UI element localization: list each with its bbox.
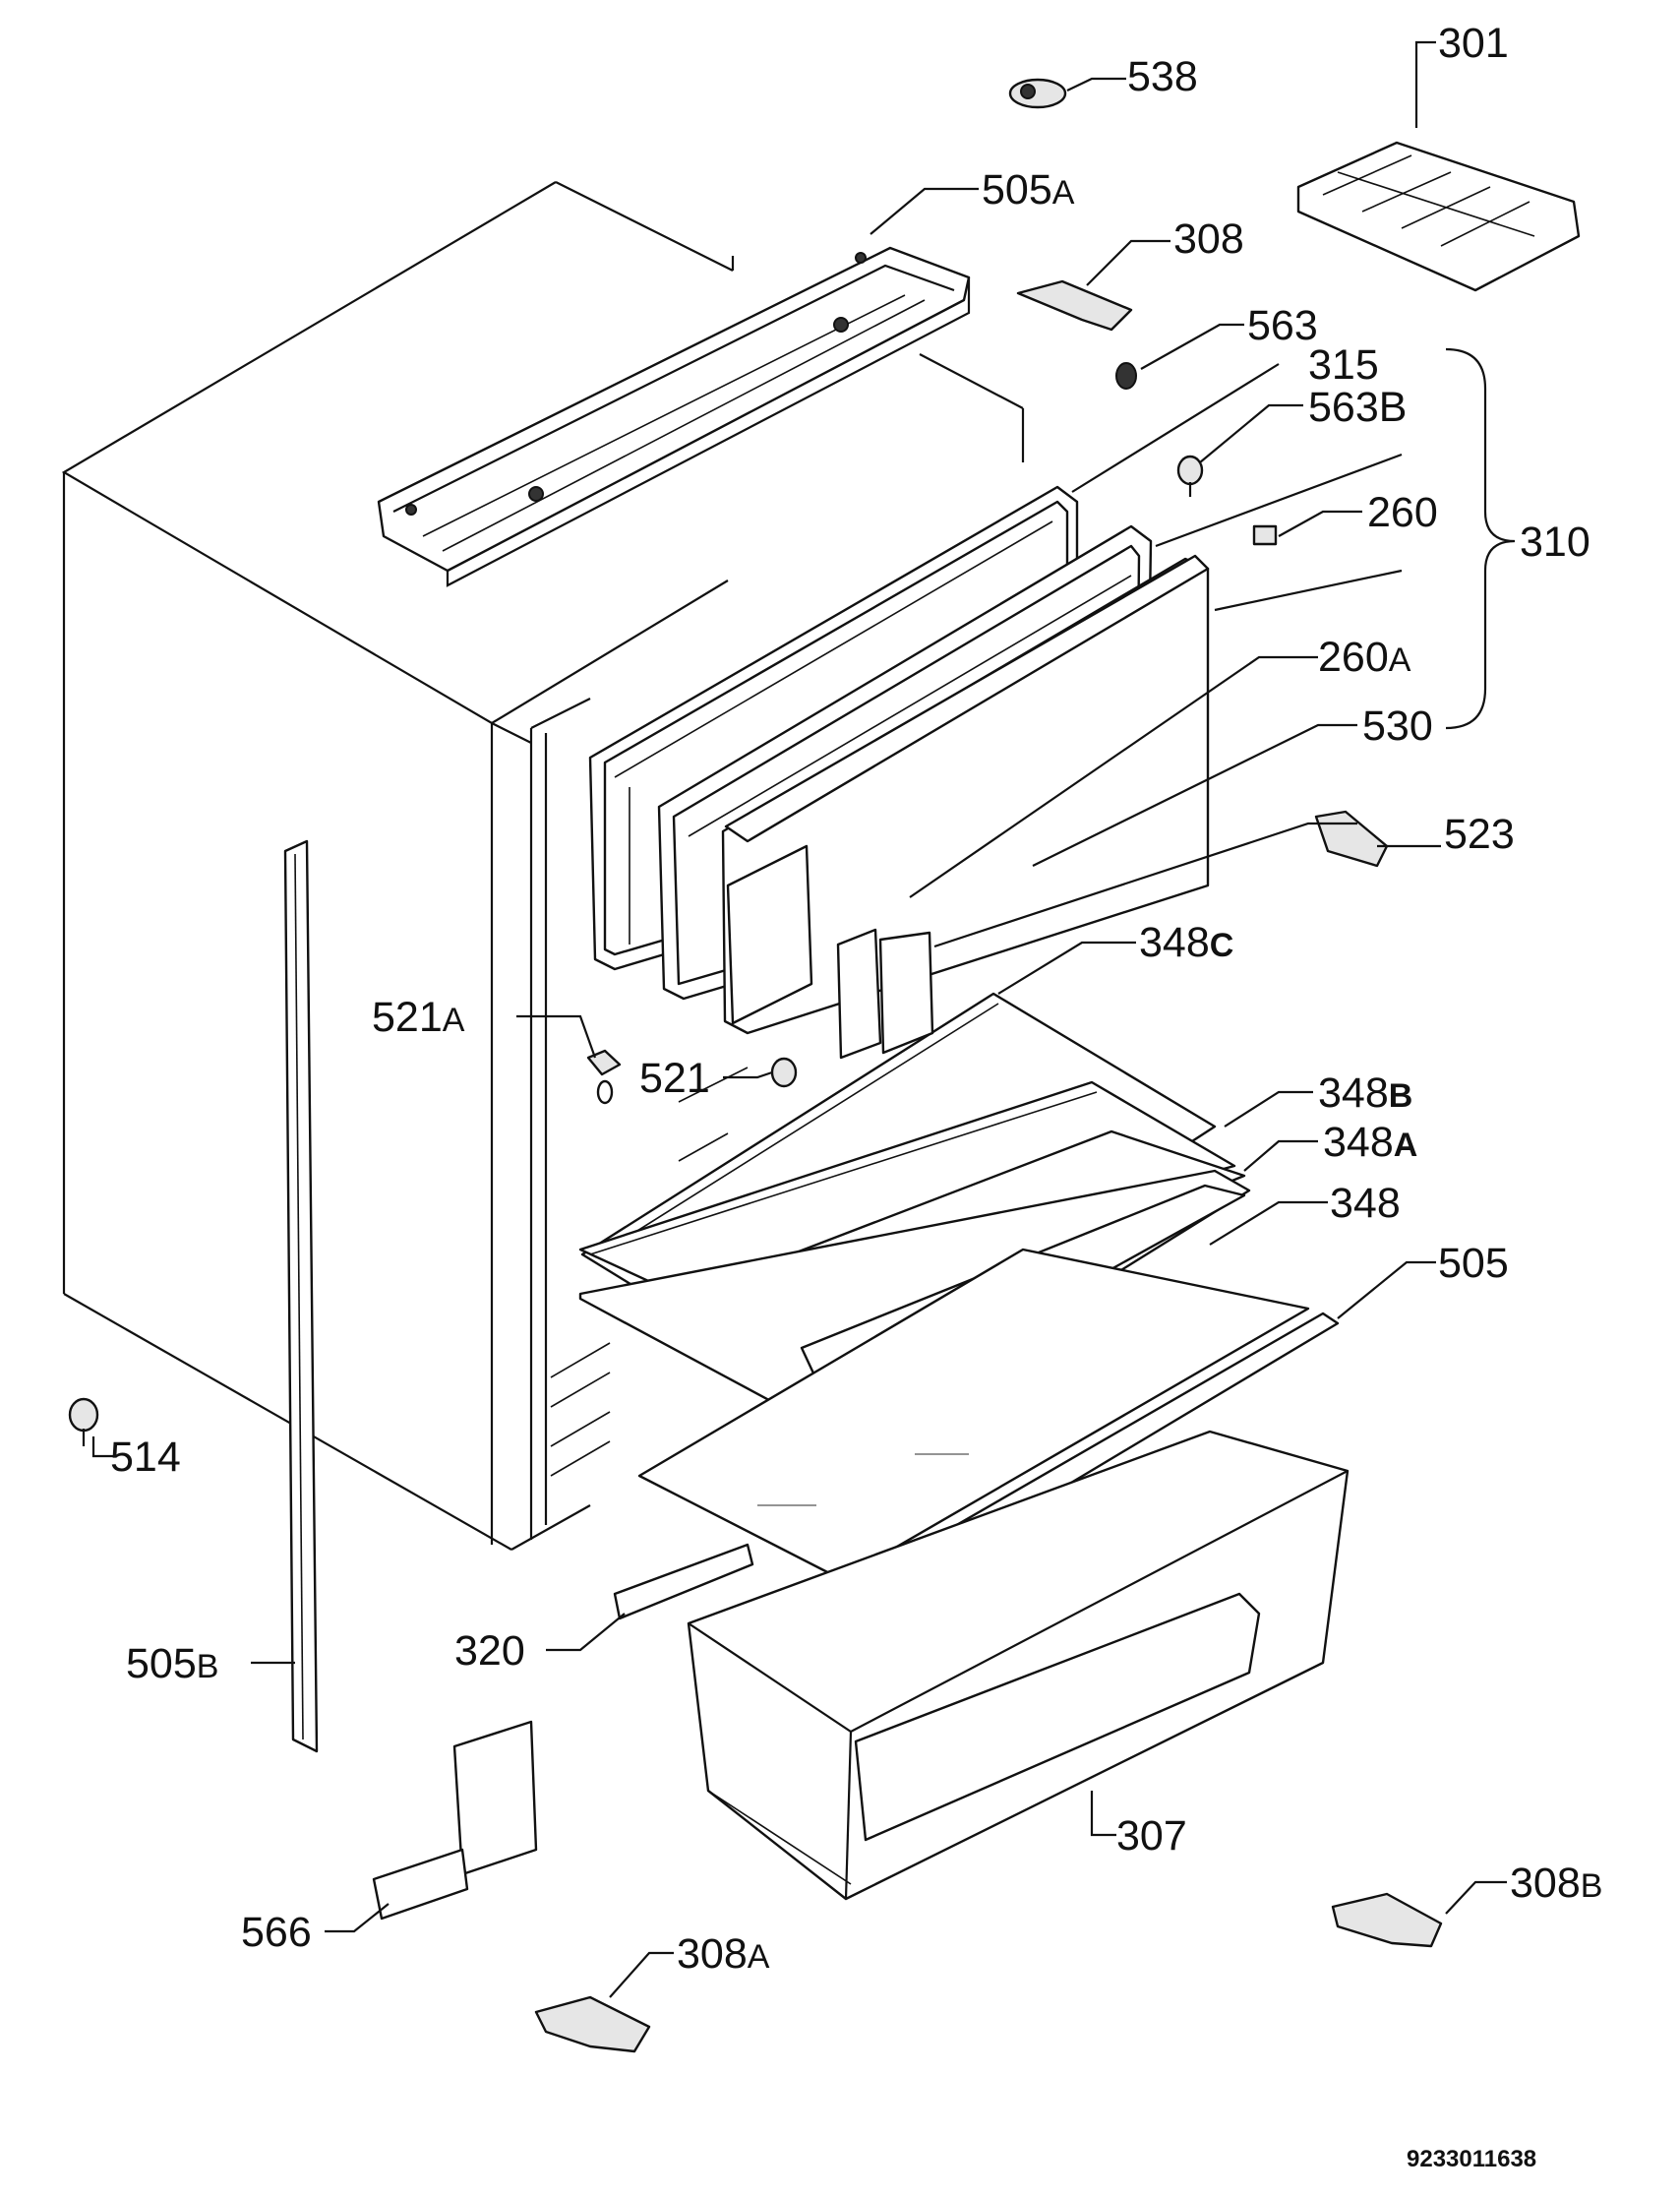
door-front-530: [721, 554, 1210, 1035]
label-310: 310: [1520, 519, 1590, 566]
catch-523: [1314, 810, 1389, 868]
pin-563b: [1176, 455, 1204, 497]
label-514: 514: [110, 1434, 181, 1481]
label-523: 523: [1444, 811, 1515, 858]
ice-tray-301: [1296, 141, 1581, 292]
hinge-538: [1008, 78, 1067, 109]
refrigerator-cabinet: [61, 181, 1025, 1551]
bracket-308b: [1331, 1892, 1443, 1948]
label-530: 530: [1362, 702, 1433, 750]
top-channel-part-505a: [377, 246, 971, 587]
bracket-308a: [534, 1995, 651, 2053]
glass-shelf-348: [637, 1248, 1310, 1581]
label-301: 301: [1438, 20, 1509, 67]
label-505: 505: [1438, 1240, 1509, 1287]
label-348b: 348B: [1318, 1069, 1412, 1117]
label-348: 348: [1330, 1180, 1401, 1227]
vent-320: [613, 1543, 754, 1620]
label-320: 320: [454, 1627, 525, 1675]
clip-260: [1252, 524, 1278, 546]
label-348c: 348C: [1139, 919, 1233, 966]
label-563: 563: [1247, 302, 1318, 349]
label-505a: 505A: [982, 166, 1075, 214]
label-505b: 505B: [126, 1640, 218, 1687]
label-308: 308: [1173, 215, 1244, 263]
handle-parts: [836, 928, 934, 1060]
crisper-drawer-307: [687, 1430, 1350, 1901]
pin-563: [1115, 362, 1137, 390]
label-521a: 521A: [372, 994, 465, 1041]
scraper-566: [372, 1720, 538, 1921]
document-number: 9233011638: [1407, 2146, 1536, 2172]
stud-514: [68, 1397, 99, 1446]
label-538: 538: [1127, 53, 1198, 100]
label-260: 260: [1367, 489, 1438, 536]
gasket-505b: [283, 839, 319, 1753]
clip-521: [770, 1057, 798, 1088]
clip-521a: [586, 1049, 622, 1105]
label-348a: 348A: [1323, 1119, 1417, 1166]
label-308a: 308A: [677, 1930, 770, 1978]
bracket-308: [1016, 279, 1133, 332]
label-307: 307: [1116, 1812, 1187, 1860]
label-260a: 260A: [1318, 634, 1411, 681]
leader-lines: [91, 40, 1507, 1998]
group-bracket-310: [1445, 347, 1516, 730]
label-315: 315: [1308, 341, 1379, 389]
label-521: 521: [639, 1055, 710, 1102]
label-308b: 308B: [1510, 1860, 1602, 1907]
part-labels: 301 538 505A 308 563 315 563B 260 310 26…: [110, 20, 1602, 2172]
label-566: 566: [241, 1909, 312, 1956]
label-563b: 563B: [1308, 384, 1407, 431]
